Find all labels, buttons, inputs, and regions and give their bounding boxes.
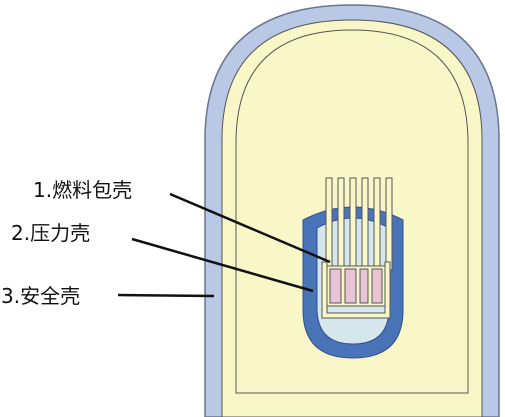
fuel-rod [359, 268, 369, 304]
fuel-assembly [326, 265, 386, 307]
leader-line-containment [117, 293, 215, 298]
control-rod [385, 177, 393, 271]
control-rods [325, 177, 393, 271]
fuel-rod [371, 268, 383, 304]
control-rod [325, 177, 333, 271]
fuel-rod [329, 268, 342, 304]
leader-line-pressure-vessel [131, 237, 314, 293]
control-rod [373, 177, 381, 271]
control-rod [361, 177, 369, 271]
containment-liner [235, 29, 469, 394]
leader-line-fuel-cladding [169, 192, 331, 264]
control-rod [349, 177, 357, 271]
label-pressure-vessel: 2.压力壳 [11, 221, 90, 245]
label-fuel-cladding: 1.燃料包壳 [33, 178, 132, 202]
control-rod [337, 177, 345, 271]
fuel-rod [344, 268, 357, 304]
label-containment: 3.安全壳 [1, 284, 80, 308]
